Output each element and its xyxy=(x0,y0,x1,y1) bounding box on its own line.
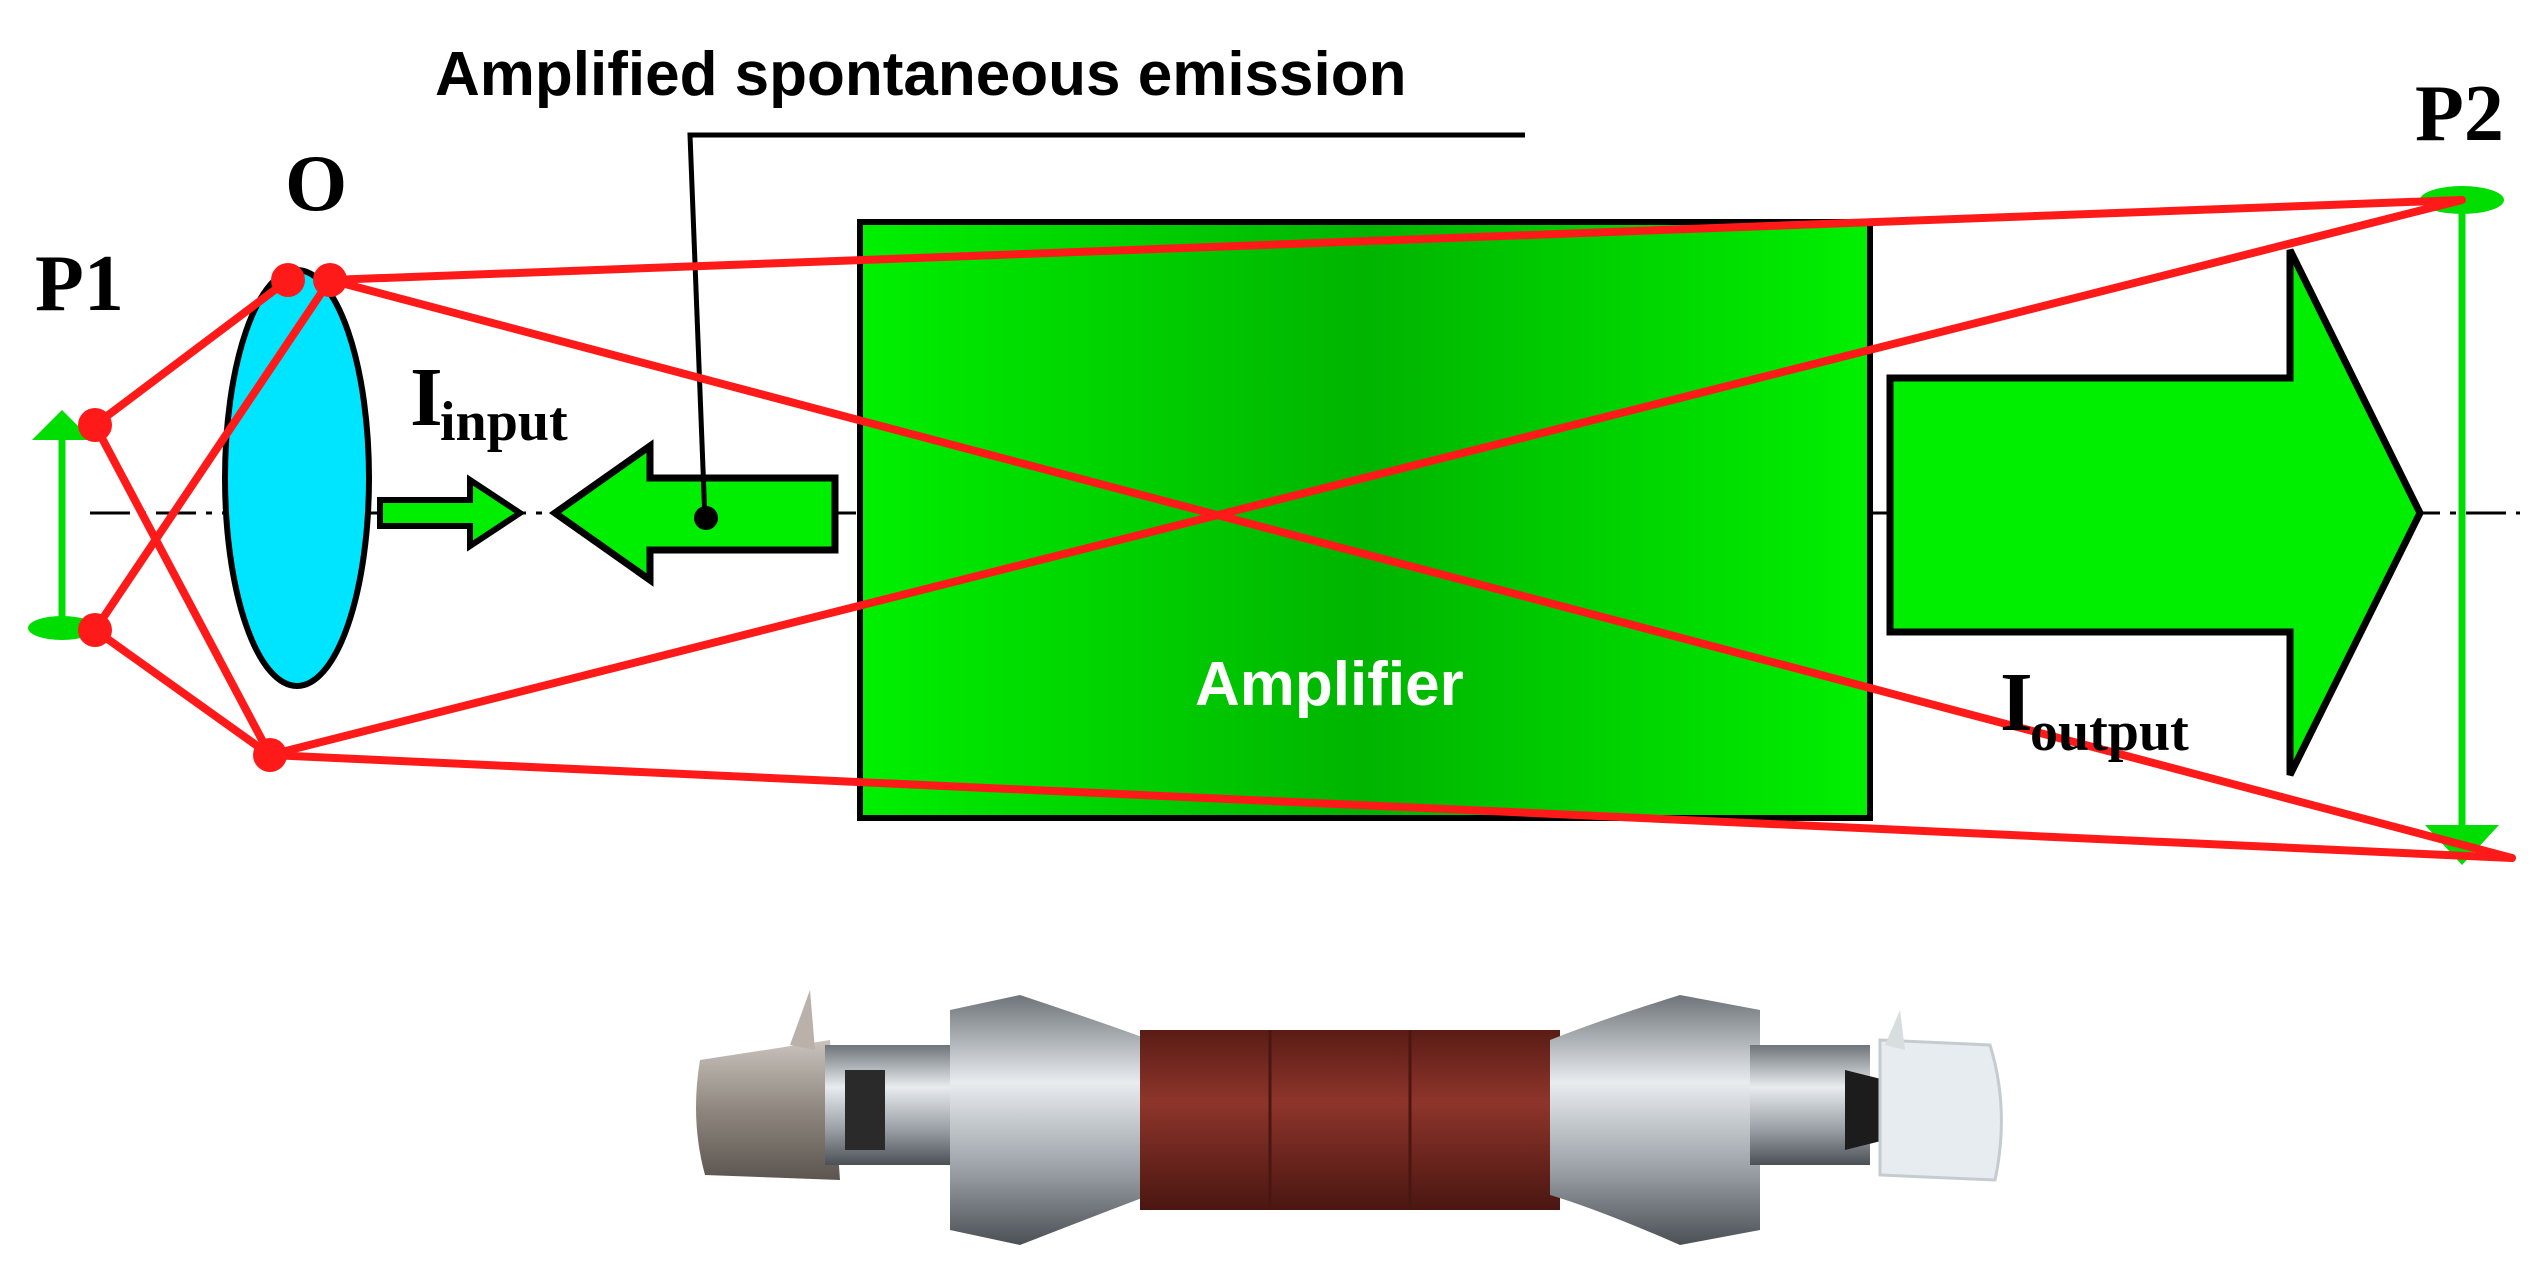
amplifier-label: Amplifier xyxy=(1195,650,1464,719)
i-output-label: I output xyxy=(2000,656,2189,763)
ase-leader-dot xyxy=(694,506,718,530)
svg-text:I: I xyxy=(2000,656,2033,749)
o-label: O xyxy=(285,140,347,228)
ase-arrow xyxy=(548,439,839,587)
p2-label: P2 xyxy=(2415,70,2504,158)
laser-tube-photo xyxy=(696,990,2003,1245)
ase-leader-line xyxy=(687,132,1525,521)
svg-text:I: I xyxy=(410,351,443,444)
ray-paths xyxy=(91,196,2516,862)
amplifier-block xyxy=(857,219,1873,821)
p1-label: P1 xyxy=(35,240,124,328)
svg-text:input: input xyxy=(440,391,568,453)
i-input-label: I input xyxy=(410,351,568,453)
ase-label: Amplified spontaneous emission xyxy=(435,40,1406,109)
output-arrow xyxy=(1886,248,2424,777)
p1-arrow-head xyxy=(32,410,92,440)
input-arrow xyxy=(377,474,526,552)
ray-points xyxy=(78,263,347,772)
svg-text:output: output xyxy=(2030,701,2189,763)
